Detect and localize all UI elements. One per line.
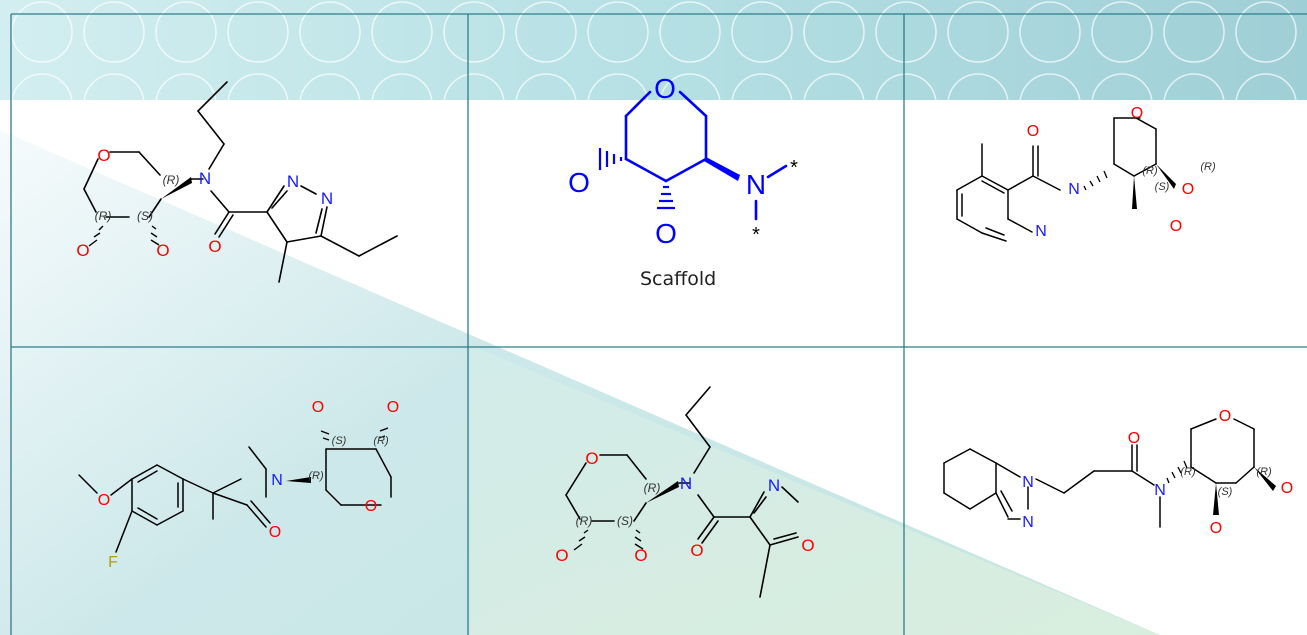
mol4-stereo-2: (S) xyxy=(332,435,347,447)
mol1-stereo-1: (R) xyxy=(163,173,180,187)
mol1-n-amide: N xyxy=(199,169,211,188)
mol6-oh-2: O xyxy=(1210,520,1222,537)
mol4-fluorine: F xyxy=(108,554,118,571)
mol3-stereo-2: (S) xyxy=(1155,181,1170,193)
molecule-4: O F O N O O O (R) (S) (R) xyxy=(78,399,399,571)
mol3-stereo-3: (R) xyxy=(1200,161,1216,173)
scaffold-o-ring: O xyxy=(654,73,676,104)
mol3-oh-1: O xyxy=(1182,181,1194,198)
mol4-o-methoxy: O xyxy=(98,492,110,509)
mol5-oh-left: O xyxy=(555,546,568,565)
mol6-oh-1: O xyxy=(1281,480,1293,497)
mol5-o-carbonyl: O xyxy=(690,541,703,560)
molecule-5: O N O O O N O (R) (R) (S) xyxy=(555,386,815,598)
mol1-o-ring: O xyxy=(97,146,110,165)
mol4-o-ring: O xyxy=(365,498,377,515)
mol6-o-carbonyl: O xyxy=(1128,430,1140,447)
mol3-o-carbonyl: O xyxy=(1027,123,1039,140)
mol5-stereo-2: (R) xyxy=(576,514,593,528)
mol5-stereo-1: (R) xyxy=(644,481,661,495)
mol3-oh-2: O xyxy=(1170,218,1182,235)
mol3-o-ring: O xyxy=(1131,105,1143,122)
scaffold-caption: Scaffold xyxy=(640,268,717,290)
mol5-o-oxazole: O xyxy=(801,536,814,555)
mol4-stereo-1: (R) xyxy=(308,470,324,482)
mol6-stereo-1: (R) xyxy=(1180,466,1196,478)
mol3-n-pyridine: N xyxy=(1035,223,1047,240)
molecule-3: O N N O O O (R) (S) (R) xyxy=(956,105,1216,242)
mol4-n-amide: N xyxy=(271,472,283,489)
mol4-oh-1: O xyxy=(312,399,324,416)
mol5-n-amide: N xyxy=(680,474,692,493)
mol1-n-pyrazole-2: N xyxy=(321,189,333,208)
scaffold-star-right: * xyxy=(790,157,798,179)
scaffold-star-bottom: * xyxy=(752,224,760,246)
mol6-stereo-3: (R) xyxy=(1256,466,1272,478)
mol4-oh-2: O xyxy=(387,399,399,416)
mol1-n-pyrazole-1: N xyxy=(287,172,299,191)
mol6-n-indazole-1: N xyxy=(1022,474,1034,491)
scaffold-o-left: O xyxy=(568,167,590,198)
mol1-o-carbonyl: O xyxy=(208,237,221,256)
scaffold-o-bottom: O xyxy=(655,218,677,249)
molecule-1: O N O O O N N (R) (R) (S) xyxy=(76,81,398,283)
mol1-oh-left: O xyxy=(76,241,89,260)
mol1-stereo-2: (R) xyxy=(95,209,112,223)
mol5-n-oxazole: N xyxy=(768,476,780,495)
scaffold-structure: O O O N * * xyxy=(568,73,798,249)
mol6-stereo-2: (S) xyxy=(1218,486,1233,498)
mol3-n-amide: N xyxy=(1068,181,1080,198)
mol5-oh-right: O xyxy=(634,546,647,565)
mol3-stereo-1: (R) xyxy=(1142,165,1158,177)
mol1-oh-right: O xyxy=(156,241,169,260)
mol4-stereo-3: (R) xyxy=(373,435,389,447)
mol5-o-ring: O xyxy=(585,449,598,468)
mol4-o-carbonyl: O xyxy=(269,524,281,541)
scaffold-n: N xyxy=(746,169,766,200)
mol5-stereo-3: (S) xyxy=(617,514,633,528)
mol1-stereo-3: (S) xyxy=(137,209,153,223)
mol6-n-amide: N xyxy=(1154,482,1166,499)
mol6-o-ring: O xyxy=(1219,408,1231,425)
mol6-n-indazole-2: N xyxy=(1022,514,1034,531)
molecule-6: N N O N O O O (R) (S) (R) xyxy=(943,408,1293,537)
